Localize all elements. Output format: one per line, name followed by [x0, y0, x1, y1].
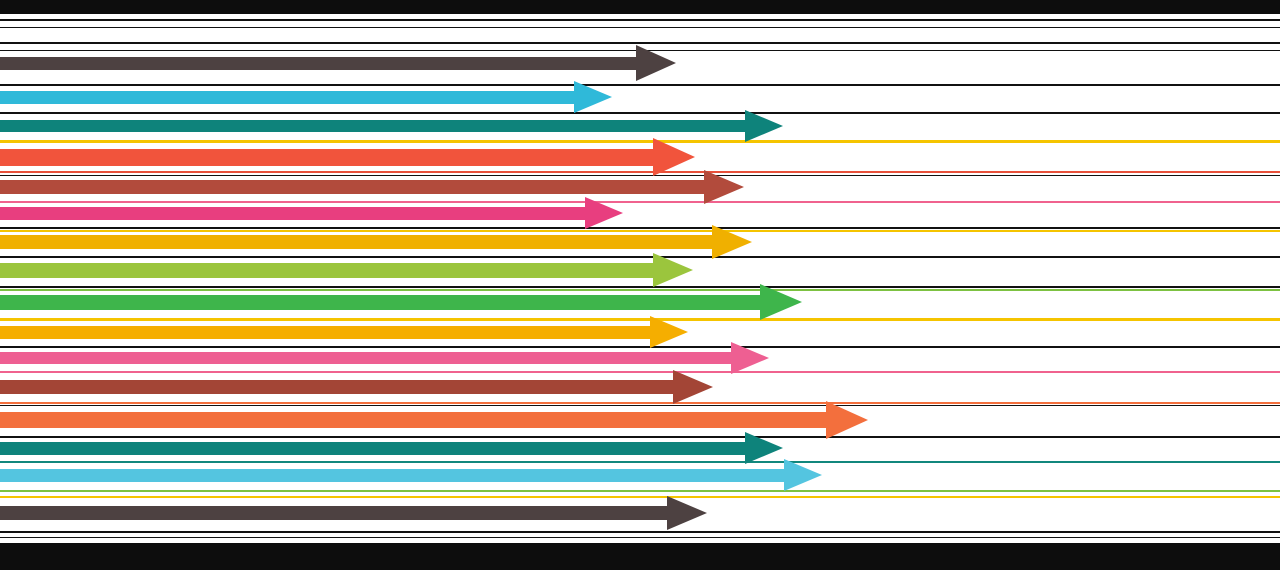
arrow-shaft [0, 235, 714, 249]
arrow-head [731, 342, 769, 374]
arrow-head [653, 253, 693, 287]
stripe-line [0, 171, 1280, 173]
arrow-shaft [0, 180, 706, 194]
dark-taupe-arrow [0, 45, 676, 81]
stripe-line [0, 537, 1280, 538]
arrow-shaft [0, 380, 675, 394]
stripe-line [0, 286, 1280, 288]
stripe-line [0, 496, 1280, 498]
arrow-shaft [0, 56, 638, 70]
yellow-green-arrow [0, 253, 693, 287]
stripe-line [0, 436, 1280, 438]
orange-arrow [0, 401, 868, 439]
stripe-line [0, 19, 1280, 21]
stripe-line [0, 543, 1280, 570]
golden-yellow-arrow [0, 225, 752, 259]
stripe-line [0, 371, 1280, 373]
stripe-line [0, 256, 1280, 258]
green-arrow [0, 284, 802, 320]
arrow-head [585, 197, 623, 229]
stripe-line [0, 84, 1280, 86]
arrow-head [653, 138, 695, 176]
arrow-shaft [0, 352, 733, 364]
dark-taupe-arrow-2 [0, 496, 707, 530]
arrow-head [667, 496, 707, 530]
tomato-arrow [0, 138, 695, 176]
arrow-shaft [0, 148, 655, 166]
arrow-shaft [0, 325, 652, 339]
arrow-head [636, 45, 676, 81]
stripe-line [0, 402, 1280, 404]
arrow-shaft [0, 468, 786, 482]
stripe-line [0, 227, 1280, 229]
arrow-head [784, 459, 822, 491]
arrow-head [704, 170, 744, 204]
magenta-arrow [0, 197, 623, 229]
arrow-shaft [0, 262, 655, 278]
arrow-head [826, 401, 868, 439]
arrow-head [712, 225, 752, 259]
stripe-line [0, 175, 1280, 176]
stripe-line [0, 531, 1280, 533]
stripe-line [0, 490, 1280, 492]
stripe-line [0, 318, 1280, 321]
arrow-shaft [0, 120, 747, 132]
stripe-line [0, 112, 1280, 114]
stripe-line [0, 27, 1280, 28]
stripe-line [0, 289, 1280, 291]
arrow-head [745, 432, 783, 464]
arrow-shaft [0, 412, 828, 428]
brick-arrow [0, 170, 744, 204]
stripe-line [0, 461, 1280, 463]
arrow-head [760, 284, 802, 320]
cyan-arrow [0, 81, 612, 113]
stripe-line [0, 201, 1280, 203]
teal-arrow-2 [0, 432, 783, 464]
stripe-line [0, 0, 1280, 14]
arrow-shaft [0, 90, 576, 104]
teal-arrow [0, 110, 783, 142]
stripe-line [0, 405, 1280, 406]
stripe-line [0, 346, 1280, 348]
arrow-shaft [0, 294, 762, 310]
stripe-line [0, 140, 1280, 143]
stripe-line [0, 230, 1280, 232]
stripe-line [0, 42, 1280, 44]
arrow-head [673, 370, 713, 404]
maroon-arrow [0, 370, 713, 404]
arrow-head [745, 110, 783, 142]
arrow-shaft [0, 506, 669, 520]
sky-blue-arrow [0, 459, 822, 491]
arrow-shaft [0, 441, 747, 455]
arrow-head [574, 81, 612, 113]
amber-arrow [0, 316, 688, 348]
pink-arrow [0, 342, 769, 374]
arrow-head [650, 316, 688, 348]
arrow-shaft [0, 206, 587, 220]
